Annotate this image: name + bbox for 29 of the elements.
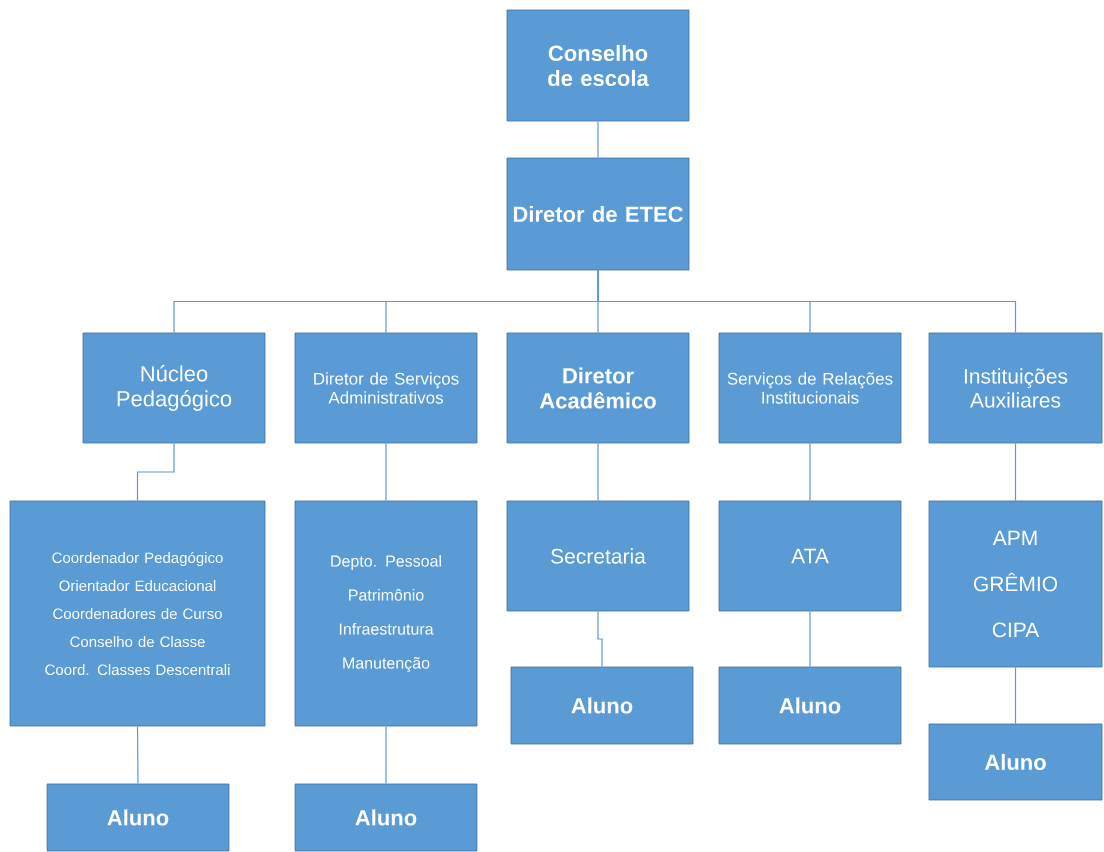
connector-line [597, 610, 603, 668]
connector-line [136, 725, 139, 785]
org-box: Diretor de Serviços Administrativos [294, 332, 478, 444]
connector-line [385, 442, 387, 502]
org-box: Instituições Auxiliares [928, 332, 1103, 444]
connector-line [1014, 666, 1017, 725]
connector-line [597, 120, 599, 159]
org-box: Aluno [928, 723, 1103, 801]
org-box: ATA [718, 500, 902, 612]
connector-line [809, 442, 811, 502]
org-box: Aluno [294, 783, 478, 852]
connector-line [385, 725, 387, 785]
org-box: Diretor Acadêmico [506, 332, 690, 444]
org-box: Conselho de escola [506, 9, 690, 122]
org-box: Núcleo Pedagógico [82, 332, 266, 444]
connector-line [809, 610, 811, 668]
connector-line [597, 269, 1017, 334]
org-box: Depto. Pessoal Patrimônio Infraestrutura Manutenção [294, 500, 478, 727]
org-box: Coordenador Pedagógico Orientador Educacional Coordenadores de Curso Conselho de Classe Coord. Classes Descentrali [9, 500, 266, 727]
connector-line [1014, 442, 1017, 502]
connector-line [136, 442, 175, 502]
org-box: APM GRÊMIO CIPA [928, 500, 1103, 668]
org-box: Diretor de ETEC [506, 157, 690, 271]
org-box: Aluno [718, 666, 902, 745]
org-box: Aluno [510, 666, 694, 745]
org-box: Secretaria [506, 500, 690, 612]
connector-line [597, 442, 599, 502]
org-box: Aluno [46, 783, 230, 852]
org-box: Serviços de Relações Institucionais [718, 332, 902, 444]
